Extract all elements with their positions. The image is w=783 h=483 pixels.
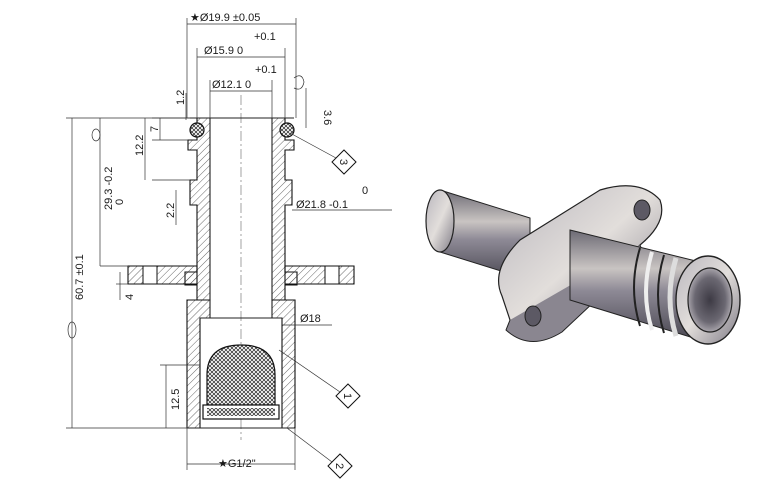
dim-d159-tol: +0.1 [254,31,276,43]
dim-d121-tol: +0.1 [255,64,277,76]
filter-mesh [206,344,276,406]
dim-d122: 12.2 [134,135,146,156]
section-view: ★Ø19.9 ±0.05 +0.1 Ø15.9 0 +0.1 Ø12.1 0 1… [66,12,392,479]
dim-d159: Ø15.9 0 [204,45,243,57]
special-char-mark [293,75,305,90]
balloon-1: 1 [335,383,361,409]
svg-text:1: 1 [341,393,353,399]
dim-d36: 3.6 [321,110,333,125]
dim-d12: 1.2 [175,90,187,105]
dim-d7: 7 [149,126,161,132]
dim-d199: ★Ø19.9 ±0.05 [190,12,260,24]
dim-d125: 12.5 [170,389,182,410]
dim-d607: 60.7 ±0.1 [74,254,86,300]
dim-d22: 2.2 [165,203,177,218]
dim-d18: Ø18 [300,313,321,325]
flange-left [127,265,198,285]
special-char-mark-2 [91,128,101,142]
flange-right [284,265,355,285]
special-char-mark-3 [67,321,77,339]
dim-thread: ★G1/2" [218,458,256,470]
dim-d4: 4 [124,294,136,300]
svg-text:2: 2 [333,463,345,469]
front-face-bore [675,255,741,345]
svg-text:3: 3 [337,159,349,165]
dim-d293: 29.3 -0.2 [103,167,115,210]
o-ring-left [189,122,205,138]
dim-d293-zero: 0 [114,199,126,205]
dim-d218-zero: 0 [362,185,368,197]
balloon-2: 2 [327,453,353,479]
o-ring-right [279,122,295,138]
balloon-3: 3 [331,149,357,175]
isometric-render [425,185,741,345]
dim-d121: Ø12.1 0 [212,79,251,91]
dim-d218: Ø21.8 -0.1 [296,199,348,211]
